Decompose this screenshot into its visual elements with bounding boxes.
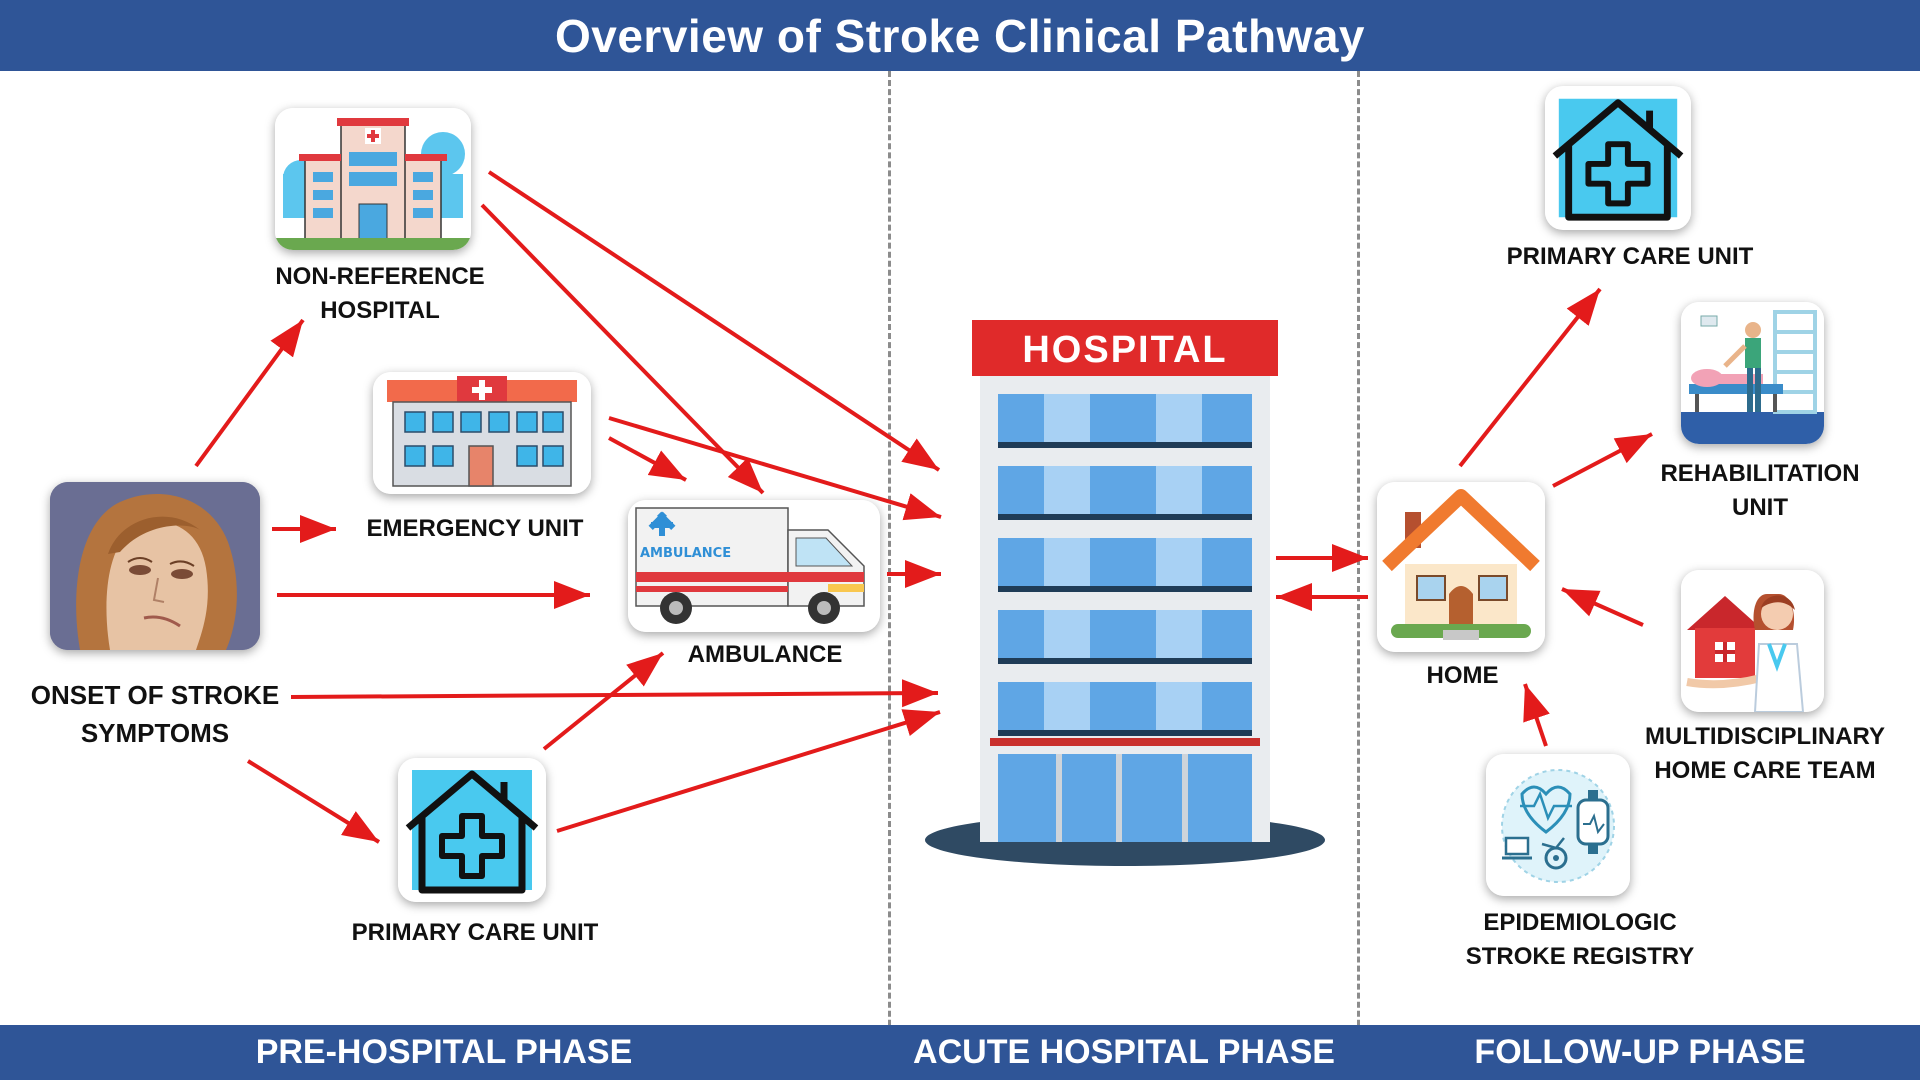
arrow-emergency-to-ambulance: [608, 436, 687, 482]
phase-pre-hospital: PRE-HOSPITAL PHASE: [255, 1033, 633, 1071]
arrow-onset-to-hospital: [290, 679, 939, 708]
central-hospital-icon: HOSPITAL: [920, 318, 1330, 870]
stroke-registry-label: EPIDEMIOLOGIC STROKE REGISTRY: [1465, 909, 1695, 970]
home-care-team-icon: [1681, 570, 1824, 712]
arrow-onset-to-primary: [246, 759, 381, 844]
phase-banner: PRE-HOSPITAL PHASE ACUTE HOSPITAL PHASE …: [0, 1025, 1920, 1080]
non-reference-hospital-label: NON-REFERENCE HOSPITAL: [275, 263, 485, 324]
hospital-sign: HOSPITAL: [1022, 329, 1227, 371]
divider-pre-acute: [888, 71, 891, 1080]
onset-label: ONSET OF STROKE SYMPTOMS: [30, 680, 280, 748]
arrow-onset-to-nonref: [194, 318, 305, 468]
rehabilitation-unit-label: REHABILITATION UNIT: [1660, 460, 1860, 521]
ambulance-icon: AMBULANCE: [628, 500, 880, 632]
ambulance-label: AMBULANCE: [687, 641, 843, 668]
diagram-title: Overview of Stroke Clinical Pathway: [554, 9, 1365, 62]
primary-care-unit-pre-icon: [398, 758, 546, 902]
primary-care-unit-follow-icon: [1545, 86, 1691, 230]
arrow-home-to-primary: [1458, 287, 1602, 468]
stroke-registry-icon: [1486, 754, 1630, 896]
emergency-unit-label: EMERGENCY UNIT: [366, 515, 584, 542]
home-icon: [1377, 482, 1545, 652]
emergency-unit-icon: [373, 372, 591, 494]
patient-face-icon: [50, 482, 260, 650]
divider-acute-followup: [1357, 71, 1360, 1080]
home-label: HOME: [1426, 662, 1499, 689]
arrow-registry-to-home: [1523, 683, 1550, 747]
phase-follow-up: FOLLOW-UP PHASE: [1474, 1033, 1806, 1071]
arrow-primary-to-ambulance: [542, 651, 665, 751]
rehabilitation-unit-icon: [1681, 302, 1824, 444]
ambulance-vehicle-text: AMBULANCE: [640, 546, 731, 561]
arrow-homecare-to-home: [1561, 587, 1644, 627]
arrow-primary-to-hospital: [556, 709, 941, 833]
title-banner: Overview of Stroke Clinical Pathway: [0, 0, 1920, 71]
primary-care-unit-pre-label: PRIMARY CARE UNIT: [351, 919, 599, 946]
phase-acute-hospital: ACUTE HOSPITAL PHASE: [913, 1033, 1335, 1071]
non-reference-hospital-icon: [275, 108, 471, 250]
home-care-team-label: MULTIDISCIPLINARY HOME CARE TEAM: [1645, 723, 1885, 784]
primary-care-unit-follow-label: PRIMARY CARE UNIT: [1506, 243, 1754, 270]
arrow-home-to-rehab: [1552, 432, 1653, 488]
